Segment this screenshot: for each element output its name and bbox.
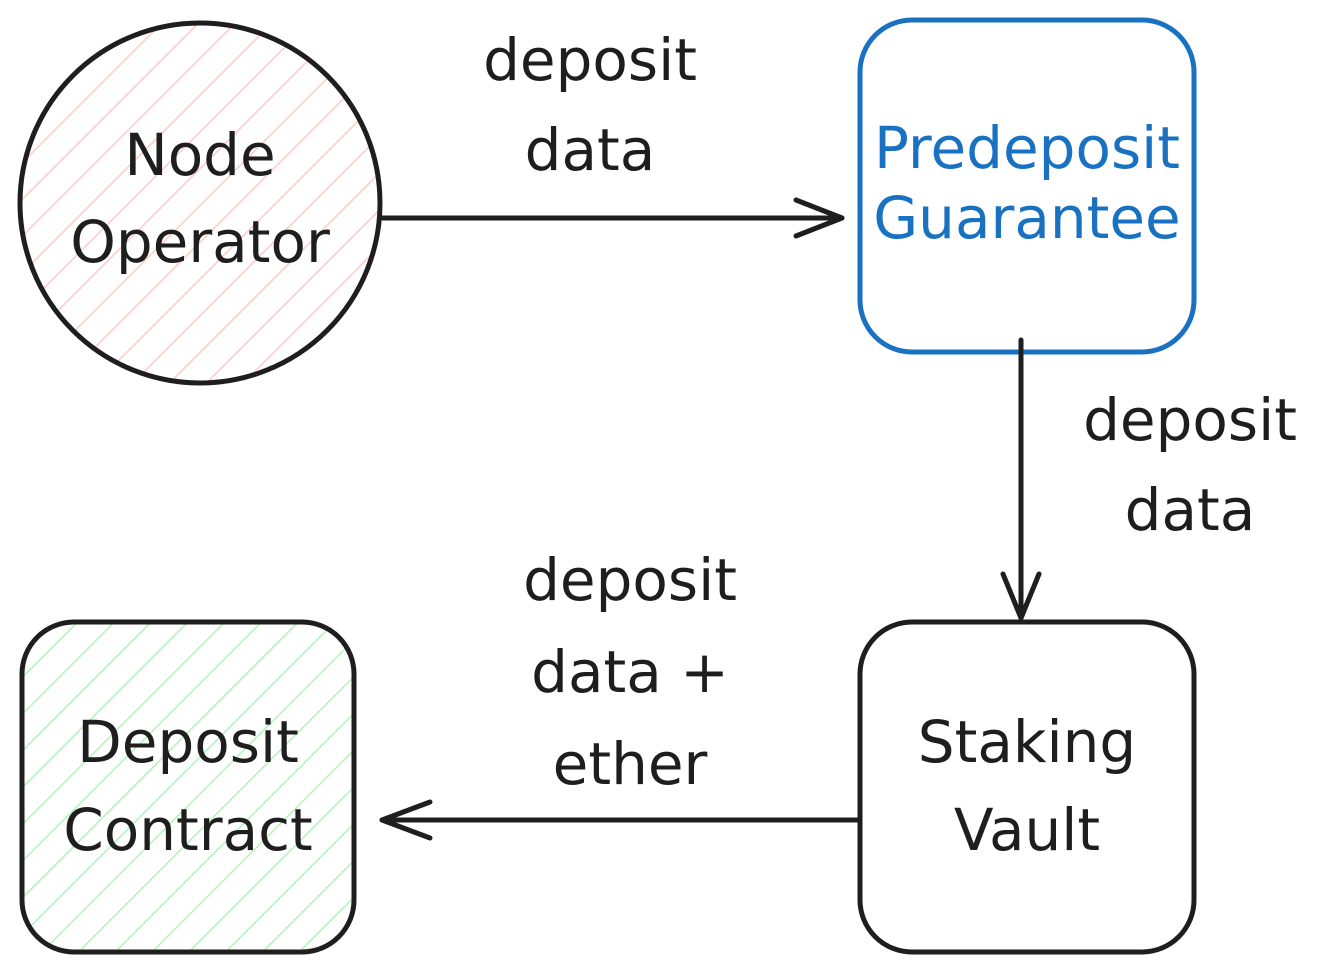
edge-pdg-to-vault-label-line1: deposit	[1083, 386, 1297, 454]
predeposit-guarantee-shape	[857, 17, 1197, 355]
predeposit-guarantee-node[interactable]: Predeposit Guarantee	[857, 17, 1197, 355]
arrowhead-right-icon	[793, 197, 845, 239]
deposit-contract-shape	[19, 619, 357, 955]
deposit-contract-label-line2: Contract	[63, 796, 313, 864]
node-operator-fill	[22, 25, 378, 381]
edge-operator-to-pdg-label-line1: deposit	[483, 26, 697, 94]
deposit-contract-label-line1: Deposit	[77, 708, 299, 776]
deposit-contract-node[interactable]: Deposit Contract	[19, 619, 357, 955]
predeposit-guarantee-label-line2: Guarantee	[873, 184, 1181, 252]
staking-vault-shape	[857, 619, 1197, 955]
edge-vault-to-contract-label-line1: deposit	[523, 546, 737, 614]
deposit-contract-fill	[22, 622, 354, 952]
arrowhead-down-icon	[1000, 571, 1042, 621]
node-operator-shape	[17, 20, 383, 386]
node-operator-node[interactable]: Node Operator	[17, 20, 383, 386]
node-operator-label-line2: Operator	[70, 208, 330, 276]
staking-vault-node[interactable]: Staking Vault	[857, 619, 1197, 955]
node-operator-label-line1: Node	[124, 121, 275, 189]
edge-pdg-to-vault[interactable]: deposit data	[1000, 337, 1297, 621]
staking-vault-label-line1: Staking	[918, 708, 1136, 776]
arrowhead-left-icon	[379, 799, 433, 841]
edge-operator-to-pdg-label-line2: data	[525, 116, 656, 184]
edge-vault-to-contract-label-line2: data +	[531, 638, 729, 706]
edge-operator-to-pdg[interactable]: deposit data	[379, 26, 845, 239]
predeposit-guarantee-label-line1: Predeposit	[874, 114, 1180, 182]
edge-pdg-to-vault-label-line2: data	[1125, 476, 1256, 544]
staking-vault-label-line2: Vault	[954, 796, 1100, 864]
edge-vault-to-contract[interactable]: deposit data + ether	[379, 546, 861, 841]
edge-vault-to-contract-label-line3: ether	[553, 730, 708, 798]
